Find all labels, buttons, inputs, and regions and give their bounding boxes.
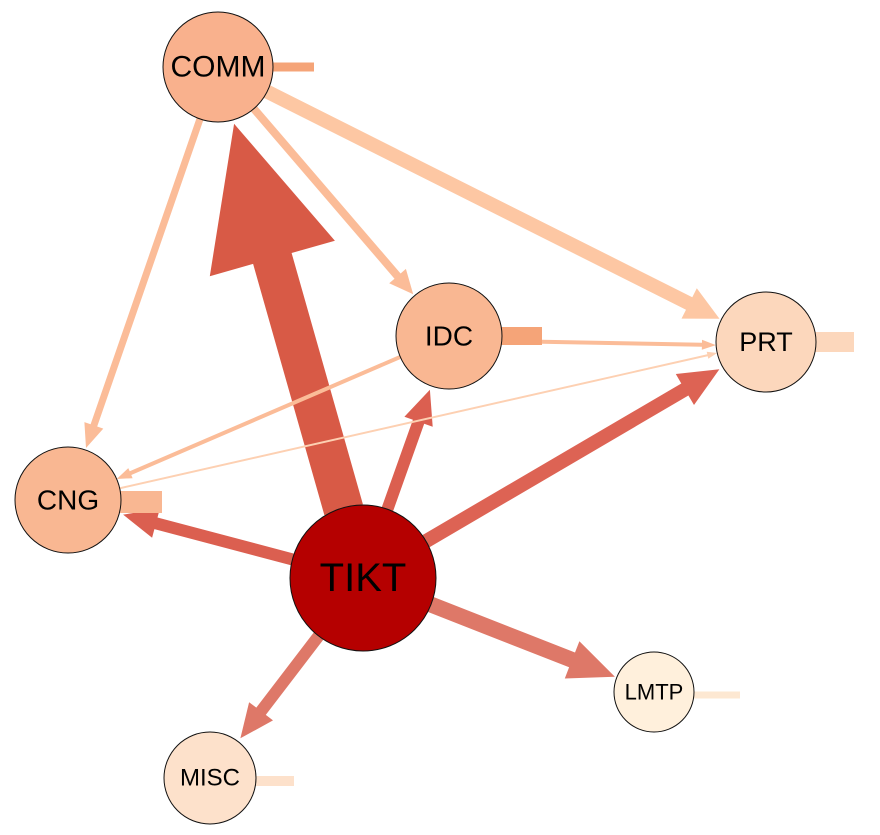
edge-tikt-to-comm <box>209 123 363 516</box>
node-circle <box>715 291 817 393</box>
node-label: MISC <box>180 765 240 792</box>
node-circle <box>395 282 503 390</box>
edge-tikt-to-lmtp <box>426 596 615 679</box>
edge-tikt-to-cng <box>123 508 296 566</box>
edge-tikt-to-misc <box>240 630 325 739</box>
edge-comm-to-prt <box>262 84 720 319</box>
node-circle <box>163 731 257 825</box>
self-loop-bars-layer <box>68 62 854 786</box>
self-loop-bar-lmtp <box>654 691 740 699</box>
node-label: PRT <box>739 327 793 357</box>
edge-tikt-to-prt <box>420 369 720 549</box>
node-label: CNG <box>37 485 99 516</box>
node-label: IDC <box>425 321 473 352</box>
edge-comm-to-idc <box>249 104 414 295</box>
edge-idc-to-cng <box>116 354 403 479</box>
node-idc[interactable]: IDC <box>395 282 503 390</box>
node-comm[interactable]: COMM <box>162 11 274 123</box>
node-misc[interactable]: MISC <box>163 731 257 825</box>
node-label: LMTP <box>625 680 684 705</box>
edges-layer <box>84 84 720 739</box>
node-label: COMM <box>171 51 266 84</box>
edge-cng-to-prt <box>117 351 718 490</box>
edge-tikt-to-idc <box>381 389 433 514</box>
nodes-layer: TIKT COMM IDC PRT CNG LMTP MISC <box>14 11 817 825</box>
node-cng[interactable]: CNG <box>14 446 122 554</box>
node-circle <box>14 446 122 554</box>
node-prt[interactable]: PRT <box>715 291 817 393</box>
node-lmtp[interactable]: LMTP <box>613 651 695 733</box>
node-circle <box>289 504 437 652</box>
node-circle <box>613 651 695 733</box>
node-circle <box>162 11 274 123</box>
node-label: TIKT <box>320 556 407 600</box>
node-tikt[interactable]: TIKT <box>289 504 437 652</box>
edge-comm-to-cng <box>84 115 204 449</box>
edge-idc-to-prt <box>499 339 716 350</box>
